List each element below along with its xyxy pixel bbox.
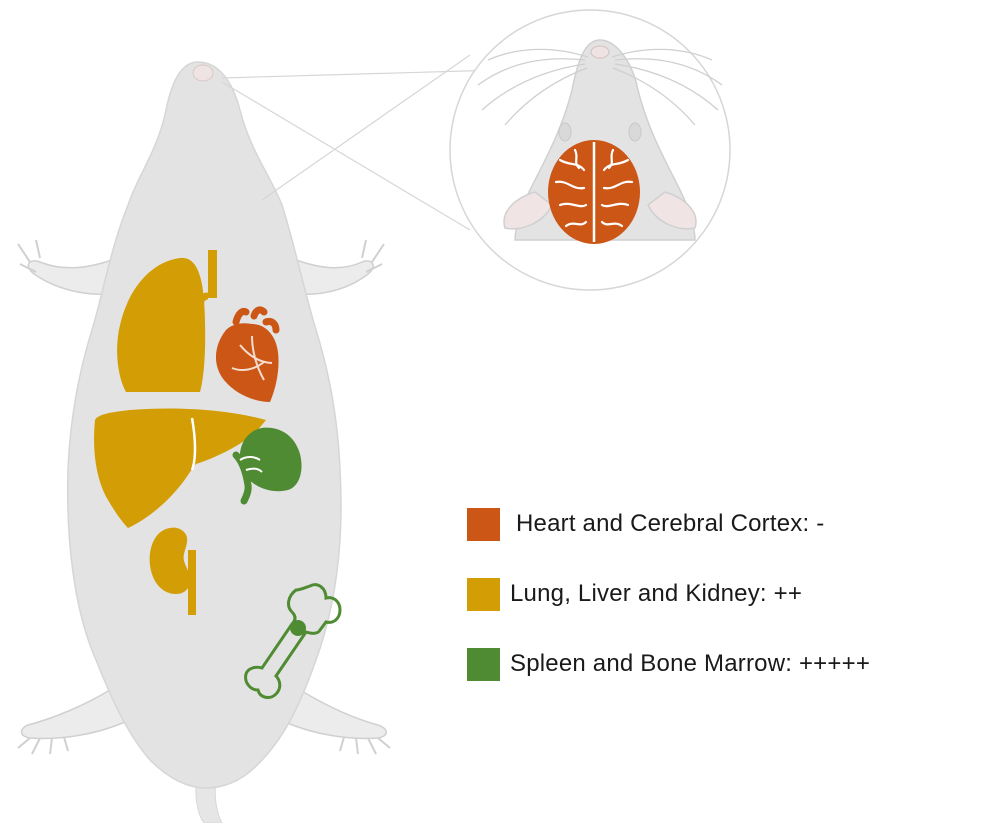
orange-swatch — [467, 508, 500, 541]
legend-item-lung-liver-kidney: Lung, Liver and Kidney: ++ — [467, 575, 987, 613]
legend-label: Heart and Cerebral Cortex: - — [516, 510, 824, 538]
legend-item-heart-cortex: Heart and Cerebral Cortex: - — [467, 505, 987, 543]
green-swatch — [467, 648, 500, 681]
legend: Heart and Cerebral Cortex: - Lung, Liver… — [467, 505, 987, 715]
brain-icon — [548, 140, 640, 244]
legend-item-spleen-bone-marrow: Spleen and Bone Marrow: +++++ — [467, 645, 987, 683]
legend-label: Spleen and Bone Marrow: +++++ — [510, 650, 870, 678]
gold-swatch — [467, 578, 500, 611]
legend-label: Lung, Liver and Kidney: ++ — [510, 580, 802, 608]
